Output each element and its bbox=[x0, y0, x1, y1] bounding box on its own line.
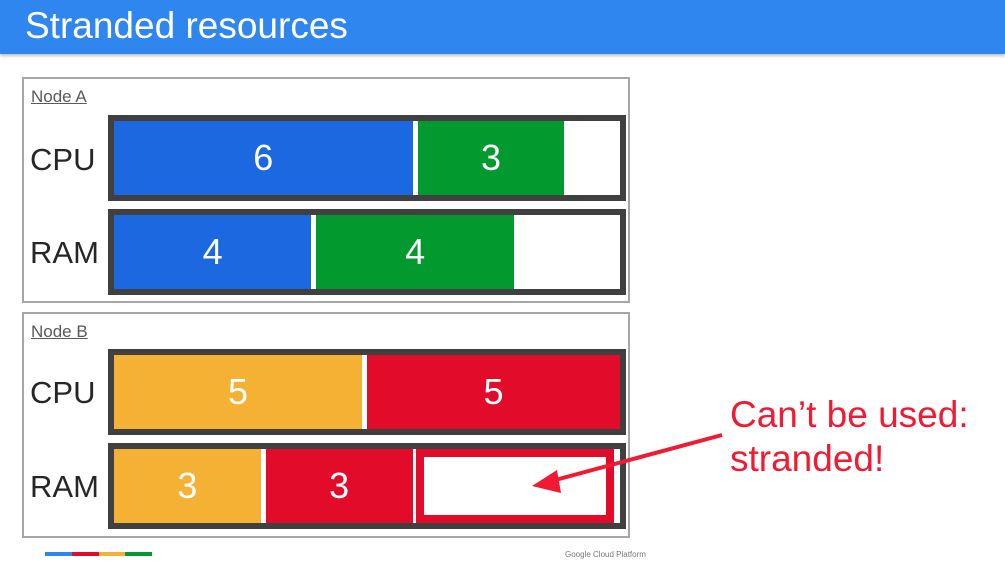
strip-blue bbox=[45, 552, 72, 556]
arrow-shaft bbox=[547, 433, 723, 484]
callout-line-1: Can’t be used: bbox=[730, 394, 969, 435]
node-a-cpu-segment-2: 3 bbox=[417, 121, 570, 195]
node-a-label: Node A bbox=[31, 87, 87, 106]
arrow-head bbox=[532, 470, 561, 493]
strip-yellow bbox=[98, 552, 126, 556]
node-b-ram-segment-2: 3 bbox=[265, 449, 418, 523]
node-a-ram-segment-2: 4 bbox=[316, 215, 519, 289]
node-a-cpu-segment-1: 6 bbox=[114, 121, 418, 195]
node-b-label: Node B bbox=[31, 322, 88, 341]
node-b-cpu-segment-2: 5 bbox=[367, 355, 620, 429]
node-b-cpu-segment-1: 5 bbox=[114, 355, 367, 429]
node-b-ram-label: RAM bbox=[30, 469, 99, 504]
brand-color-strip bbox=[45, 552, 152, 556]
callout-line-2: stranded! bbox=[730, 438, 885, 479]
stranded-ram-box bbox=[415, 449, 614, 523]
stranded-callout: Can’t be used: stranded! bbox=[730, 393, 969, 481]
node-b-ram-segment-1: 3 bbox=[114, 449, 266, 523]
slide-header: Stranded resources bbox=[0, 0, 1005, 54]
strip-red bbox=[71, 552, 99, 556]
footer-brand-text: Google Cloud Platform bbox=[565, 550, 646, 559]
node-a-ram-label: RAM bbox=[30, 235, 99, 270]
node-a-ram-segment-1: 4 bbox=[114, 215, 317, 289]
node-a-cpu-label: CPU bbox=[30, 142, 96, 177]
node-b-cpu-label: CPU bbox=[30, 375, 96, 410]
slide-title: Stranded resources bbox=[25, 5, 348, 46]
strip-green bbox=[125, 552, 152, 556]
